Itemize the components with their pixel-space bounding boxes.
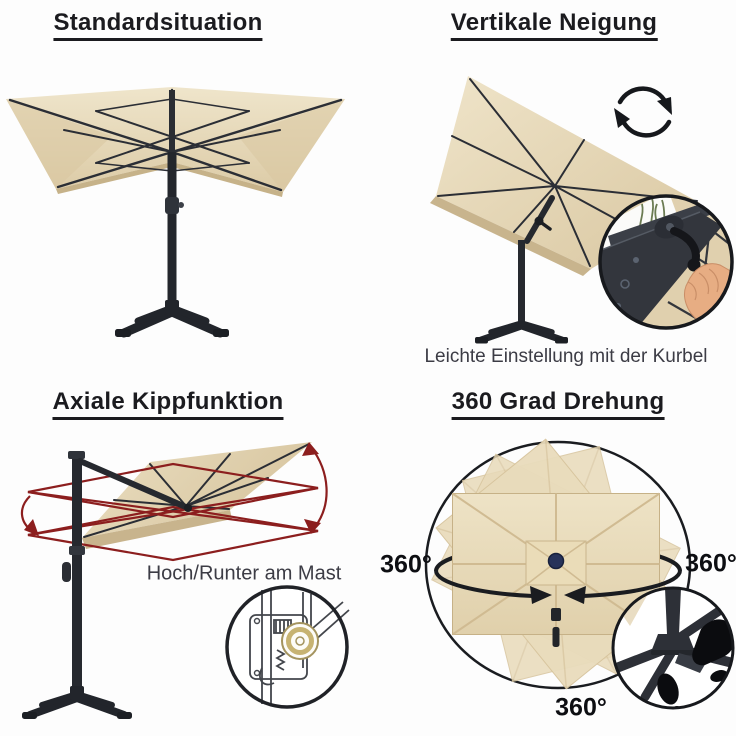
tilt-arrow-right (310, 446, 328, 528)
crank-knob (178, 202, 184, 208)
vertical-tilt-title: Vertikale Neigung (450, 9, 658, 41)
center-pole (165, 90, 184, 310)
quadrant-vertical-tilt: Vertikale Neigung (368, 0, 736, 368)
base-foot-left (475, 337, 488, 344)
foot-pedal-inset (611, 586, 735, 710)
umbrella-top-view (451, 492, 661, 647)
axial-tilt-caption: Hoch/Runter am Mast (146, 562, 342, 585)
base-hub (70, 686, 84, 700)
tilted-mast (518, 195, 555, 326)
canopy-vent-button (547, 552, 565, 570)
pole-closeup (665, 588, 681, 634)
footprint-icon (657, 673, 679, 705)
foot-pedal (675, 653, 707, 673)
rotation-arrowhead-right (564, 586, 586, 604)
vertical-tilt-caption: Leichte Einstellung mit der Kurbel (424, 346, 708, 367)
standard-title: Standardsituation (53, 9, 263, 41)
rotation-arrows-icon (614, 86, 672, 138)
axial-tilt-illustration (20, 442, 350, 719)
degree-label-right: 360° (685, 549, 736, 578)
quadrant-rotation-360: 360 Grad Drehung (368, 368, 736, 736)
base-foot-right (117, 712, 132, 719)
tilted-base (477, 320, 566, 344)
axial-tilt-title: Axiale Kippfunktion (52, 388, 284, 420)
rotation-band-front (434, 570, 682, 598)
rotation-top-view-illustration (424, 438, 735, 710)
standard-umbrella-illustration (6, 87, 345, 338)
canopy-front-view (6, 87, 345, 197)
rotation-title: 360 Grad Drehung (451, 388, 665, 420)
rotation-circle (424, 440, 692, 690)
pole-handle (62, 562, 71, 582)
footstep-silhouettes (657, 619, 733, 708)
degree-label-left: 360° (380, 550, 432, 579)
rotation-arrowhead-left (530, 586, 552, 604)
quadrant-axial-tilt: Axiale Kippfunktion (0, 368, 368, 736)
base-foot-left (22, 712, 37, 719)
base-foot-right (555, 337, 568, 344)
quadrant-standard: Standardsituation (0, 0, 368, 368)
canopy-ribs-side (83, 443, 310, 538)
base-foot-left (115, 329, 131, 337)
shoe-icon (692, 619, 733, 666)
tilt-mechanism-inset (225, 585, 350, 709)
hand (684, 263, 732, 328)
tilted-canopy-ribs (437, 78, 698, 267)
base-hub (165, 300, 179, 314)
tilted-umbrella-illustration (430, 76, 734, 344)
degree-label-bottom: 360° (555, 693, 607, 722)
side-pole (62, 451, 192, 700)
base-foot-right (213, 329, 229, 337)
